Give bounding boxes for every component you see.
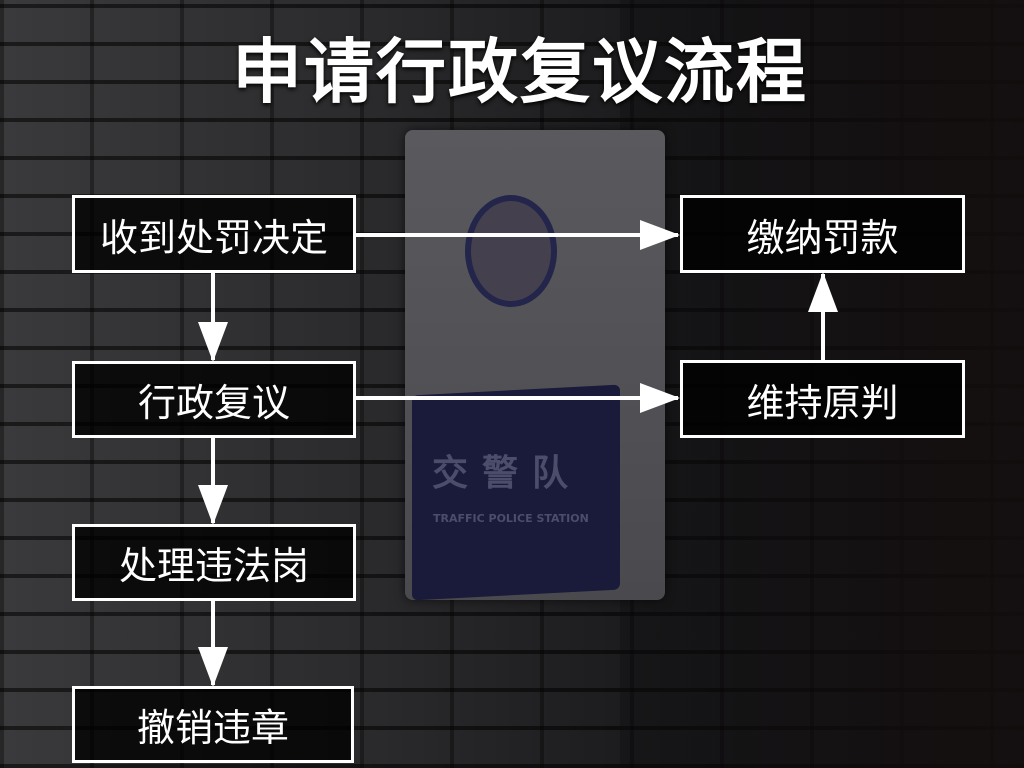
sign-chinese-text: 交警队: [432, 453, 583, 494]
page-title: 申请行政复议流程: [232, 31, 808, 113]
node-receive-penalty: 收到处罚决定: [72, 195, 356, 273]
node-handle-violation: 处理违法岗: [72, 524, 356, 601]
police-emblem-icon: [465, 195, 557, 307]
node-admin-review: 行政复议: [72, 361, 356, 438]
sign-english-text: TRAFFIC POLICE STATION: [433, 512, 589, 525]
node-uphold-decision: 维持原判: [680, 360, 965, 438]
node-pay-fine: 缴纳罚款: [680, 195, 965, 273]
node-revoke-violation: 撤销违章: [72, 686, 354, 763]
